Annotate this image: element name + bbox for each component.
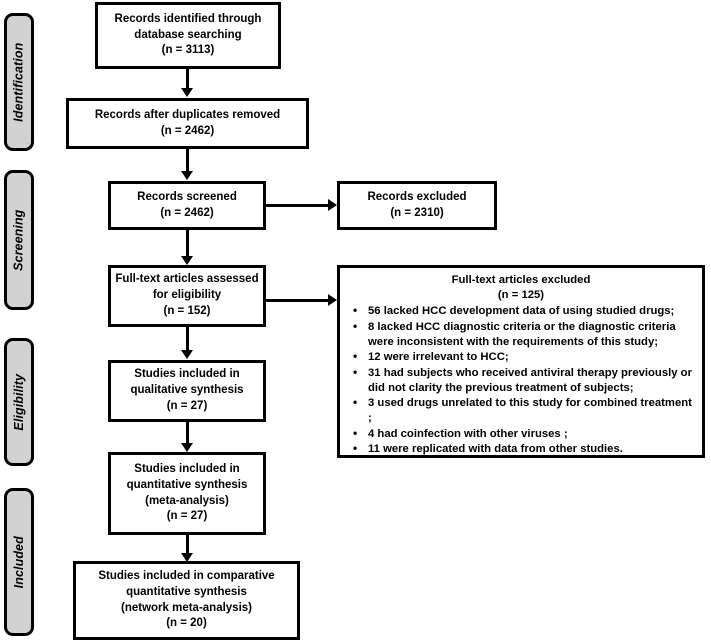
box-comparative-synthesis-line-1: Studies included in comparative bbox=[98, 569, 275, 582]
list-item: 56 lacked HCC development data of using … bbox=[346, 303, 696, 319]
box-qualitative-synthesis: Studies included in qualitative synthesi… bbox=[108, 360, 266, 422]
box-records-identified-line-1: Records identified through bbox=[114, 12, 262, 25]
connector-identified-to-duplicates bbox=[186, 69, 189, 90]
fulltext-excluded-count: (n = 125) bbox=[497, 289, 545, 302]
box-records-after-duplicates-line-1: Records after duplicates removed bbox=[94, 108, 281, 121]
stage-tab-screening-label: Screening bbox=[11, 209, 26, 271]
box-qualitative-synthesis-count: (n = 27) bbox=[166, 399, 208, 412]
box-records-screened-line-1: Records screened bbox=[137, 190, 237, 203]
box-fulltext-assessed-count: (n = 152) bbox=[163, 304, 211, 317]
box-records-screened-count: (n = 2462) bbox=[160, 206, 214, 219]
box-fulltext-excluded-reasons: Full-text articles excluded (n = 125) 56… bbox=[337, 265, 705, 458]
box-records-excluded: Records excluded (n = 2310) bbox=[337, 181, 497, 230]
connector-screened-to-fulltext bbox=[186, 230, 189, 258]
list-item: 31 had subjects who received antiviral t… bbox=[346, 365, 696, 396]
box-fulltext-assessed: Full-text articles assessed for eligibil… bbox=[108, 265, 266, 327]
box-comparative-synthesis: Studies included in comparative quantita… bbox=[73, 561, 300, 640]
connector-fulltext-to-qualitative bbox=[186, 327, 189, 352]
connector-qualitative-to-quantitative bbox=[186, 422, 189, 445]
arrowhead-identified-to-duplicates bbox=[181, 88, 193, 97]
connector-screened-to-excluded bbox=[266, 204, 329, 207]
box-quantitative-synthesis-line-3: (meta-analysis) bbox=[145, 494, 229, 507]
list-item: 3 used drugs unrelated to this study for… bbox=[346, 395, 696, 426]
box-quantitative-synthesis-count: (n = 27) bbox=[166, 510, 208, 523]
list-item: 4 had coinfection with other viruses ; bbox=[346, 426, 696, 442]
box-comparative-synthesis-line-2: quantitative synthesis bbox=[126, 585, 247, 598]
stage-tab-identification: Identification bbox=[4, 13, 34, 151]
stage-tab-included: Included bbox=[4, 488, 34, 636]
box-quantitative-synthesis-line-2: quantitative synthesis bbox=[126, 478, 248, 491]
box-qualitative-synthesis-line-1: Studies included in bbox=[134, 368, 240, 381]
box-records-excluded-count: (n = 2310) bbox=[390, 206, 444, 219]
box-quantitative-synthesis-line-1: Studies included in bbox=[134, 462, 240, 475]
list-item: 8 lacked HCC diagnostic criteria or the … bbox=[346, 319, 696, 350]
box-records-excluded-line-1: Records excluded bbox=[367, 190, 467, 203]
connector-fulltext-to-excluded-reasons bbox=[266, 299, 329, 302]
arrowhead-screened-to-excluded bbox=[328, 199, 337, 211]
box-fulltext-assessed-line-1: Full-text articles assessed bbox=[115, 273, 259, 286]
connector-quantitative-to-comparative bbox=[186, 535, 189, 557]
arrowhead-quantitative-to-comparative bbox=[181, 553, 193, 562]
box-records-identified-line-2: database searching bbox=[134, 28, 242, 41]
connector-duplicates-to-screened bbox=[186, 149, 189, 173]
box-records-identified: Records identified through database sear… bbox=[95, 2, 281, 69]
fulltext-excluded-title: Full-text articles excluded bbox=[451, 274, 591, 286]
box-comparative-synthesis-count: (n = 20) bbox=[166, 617, 207, 630]
list-item: 11 were replicated with data from other … bbox=[346, 441, 696, 457]
box-fulltext-assessed-line-2: for eligibility bbox=[152, 289, 222, 302]
fulltext-excluded-reason-list: 56 lacked HCC development data of using … bbox=[346, 303, 696, 457]
stage-tab-screening: Screening bbox=[4, 170, 34, 310]
arrowhead-qualitative-to-quantitative bbox=[181, 443, 193, 452]
arrowhead-screened-to-fulltext bbox=[181, 256, 193, 265]
box-quantitative-synthesis: Studies included in quantitative synthes… bbox=[108, 452, 266, 535]
stage-tab-eligibility-label: Eligibility bbox=[11, 373, 26, 431]
stage-tab-eligibility: Eligibility bbox=[4, 338, 34, 466]
box-records-screened: Records screened (n = 2462) bbox=[108, 181, 266, 230]
box-qualitative-synthesis-line-2: qualitative synthesis bbox=[130, 384, 244, 397]
arrowhead-fulltext-to-qualitative bbox=[181, 350, 193, 359]
stage-tab-included-label: Included bbox=[11, 535, 26, 589]
list-item: 12 were irrelevant to HCC; bbox=[346, 349, 696, 365]
box-records-identified-count: (n = 3113) bbox=[161, 44, 215, 57]
arrowhead-fulltext-to-excluded-reasons bbox=[328, 294, 337, 306]
stage-tab-identification-label: Identification bbox=[11, 42, 26, 122]
box-records-after-duplicates-count: (n = 2462) bbox=[160, 124, 215, 137]
box-comparative-synthesis-line-3: (network meta-analysis) bbox=[120, 601, 252, 614]
arrowhead-duplicates-to-screened bbox=[181, 171, 193, 180]
box-records-after-duplicates: Records after duplicates removed (n = 24… bbox=[66, 98, 309, 149]
